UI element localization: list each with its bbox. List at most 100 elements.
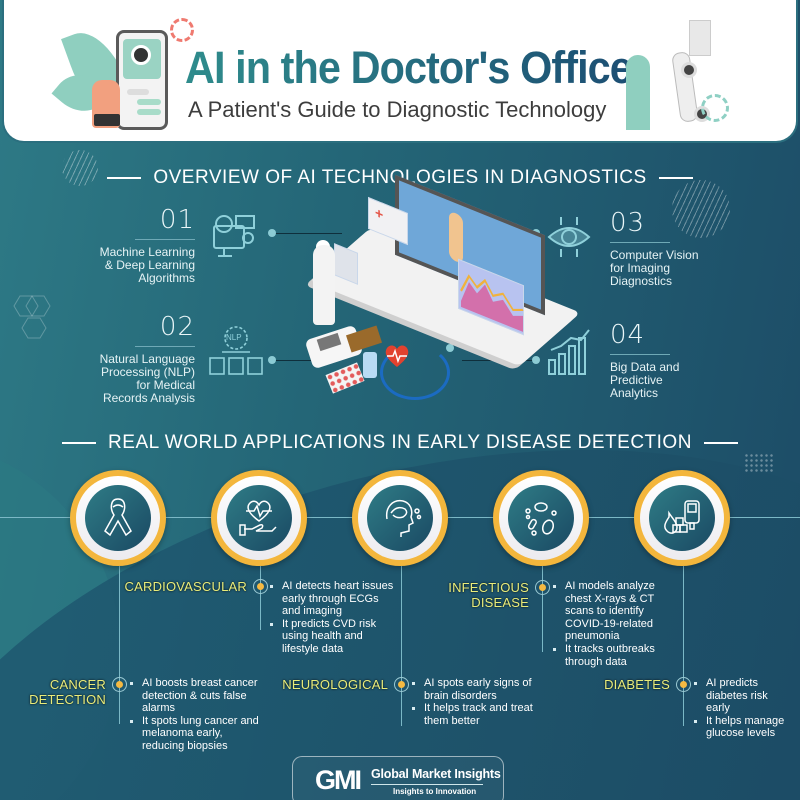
heart-in-hand-icon <box>239 500 277 536</box>
robot-arm-joint <box>681 62 697 78</box>
diabetes-connector-line <box>683 566 684 726</box>
overview-item-ml: 01 Machine Learning & Deep Learning Algo… <box>60 205 195 285</box>
gmi-logo-mark: GMI <box>315 765 362 795</box>
diabetes-bullets: AI predicts diabetes risk early It helps… <box>692 677 792 740</box>
robot-face-icon <box>131 45 151 65</box>
item-number: 01 <box>159 205 195 235</box>
connector-line <box>462 360 534 361</box>
badge-core <box>508 485 574 551</box>
cardiovascular-icon-badge <box>211 470 307 566</box>
heading-dash <box>107 176 142 179</box>
cardiovascular-bullets: AI detects heart issues early through EC… <box>268 580 398 656</box>
cardiovascular-title: CARDIOVASCULAR <box>125 579 247 594</box>
heading-dash <box>658 176 693 179</box>
title-line: INFECTIOUS <box>448 580 529 595</box>
bullet-item: AI detects heart issues early through EC… <box>268 580 398 618</box>
eye-circuit-icon <box>547 217 591 257</box>
robot-arm-mount <box>689 20 711 56</box>
cardiovascular-connector-line <box>260 566 261 630</box>
overview-item-nlp: 02 Natural Language Processing (NLP) for… <box>60 312 195 405</box>
cancer-connector-line <box>119 566 120 724</box>
label-line: Analytics <box>610 386 659 400</box>
logo-divider <box>371 784 483 785</box>
bar-chart-trend-icon <box>548 329 590 375</box>
bullet-item: It spots lung cancer and melanoma early,… <box>128 715 264 753</box>
cancer-icon-badge <box>70 470 166 566</box>
item-number: 02 <box>159 312 195 342</box>
neurological-bullets: AI spots early signs of brain disorders … <box>410 677 536 727</box>
item-label: Machine Learning & Deep Learning Algorit… <box>60 246 195 285</box>
header-banner: AI in the Doctor's Office A Patient's Gu… <box>2 0 798 143</box>
item-label: Natural Language Processing (NLP) for Me… <box>60 353 195 405</box>
cancer-detection-marker <box>112 677 127 692</box>
nlp-gear-documents-icon: NLP <box>208 322 264 378</box>
title-line: DISEASE <box>471 595 529 610</box>
bacteria-virus-icon <box>525 502 557 536</box>
infectious-disease-bullets: AI models analyze chest X-rays & CT scan… <box>551 580 663 668</box>
applications-heading-text: REAL WORLD APPLICATIONS IN EARLY DISEASE… <box>108 432 692 453</box>
title-line: CANCER <box>49 677 106 692</box>
label-line: for Medical <box>136 378 195 392</box>
page-title: AI in the Doctor's Office <box>185 42 633 93</box>
label-line: Diagnostics <box>610 274 673 288</box>
heading-dash <box>703 441 738 444</box>
diabetes-marker <box>676 677 691 692</box>
title-line: NEUROLOGICAL <box>282 677 388 692</box>
infectious-connector-line <box>542 566 543 652</box>
hatched-circle-decoration <box>62 150 98 186</box>
hatched-circle-decoration <box>672 180 730 238</box>
chat-bubble <box>127 89 149 95</box>
brain-head-icon <box>385 499 422 537</box>
chat-bubble <box>137 99 161 105</box>
ml-lightbulb-gear-icon <box>213 215 255 257</box>
connector-dot <box>268 356 276 364</box>
item-number: 03 <box>610 208 646 238</box>
infectious-disease-marker <box>535 580 550 595</box>
title-line: DIABETES <box>604 677 670 692</box>
bullet-item: AI predicts diabetes risk early <box>692 677 792 715</box>
item-rule <box>135 239 195 240</box>
title-line: CARDIOVASCULAR <box>124 579 247 594</box>
cancer-detection-bullets: AI boosts breast cancer detection & cuts… <box>128 677 264 753</box>
awareness-ribbon-icon <box>104 498 132 537</box>
title-line: DETECTION <box>29 692 106 707</box>
label-line: & Deep Learning <box>104 258 195 272</box>
human-body-scan <box>449 210 463 265</box>
stethoscope-illustration <box>380 345 450 400</box>
glucose-meter-icon <box>664 500 700 534</box>
item-label: Computer Vision for Imaging Diagnostics <box>610 249 750 288</box>
connector-dot <box>268 229 276 237</box>
chat-bubble <box>137 109 161 115</box>
gear-icon <box>701 94 729 122</box>
connector-dot <box>532 356 540 364</box>
item-number: 04 <box>610 320 646 350</box>
diabetes-icon-badge <box>634 470 730 566</box>
neurological-marker <box>394 677 409 692</box>
connector-line <box>272 233 342 234</box>
label-line: Natural Language <box>99 352 195 366</box>
bullet-item: It tracks outbreaks through data <box>551 643 663 668</box>
heading-dash <box>62 441 97 444</box>
smartwatch-icon <box>94 114 120 126</box>
smartphone-illustration <box>116 30 168 130</box>
label-line: for Imaging <box>610 261 671 275</box>
gear-icon <box>170 18 194 42</box>
cardiovascular-marker <box>253 579 268 594</box>
connector-dot <box>446 344 454 352</box>
label-line: Big Data and <box>610 360 680 374</box>
label-line: Predictive <box>610 373 663 387</box>
hexagon-decoration <box>13 295 51 339</box>
company-name: Global Market Insights <box>371 767 501 781</box>
pill-blister-illustration <box>325 362 365 394</box>
dot-grid-decoration <box>744 453 774 473</box>
bullet-item: AI models analyze chest X-rays & CT scan… <box>551 580 663 643</box>
neurological-title: NEUROLOGICAL <box>282 677 388 692</box>
applications-heading: REAL WORLD APPLICATIONS IN EARLY DISEASE… <box>0 432 800 454</box>
bullet-item: AI spots early signs of brain disorders <box>410 677 536 702</box>
heart-icon <box>385 345 409 367</box>
bullet-item: AI boosts breast cancer detection & cuts… <box>128 677 264 715</box>
page-subtitle: A Patient's Guide to Diagnostic Technolo… <box>188 97 607 122</box>
company-tagline: Insights to Innovation <box>393 787 477 796</box>
label-line: Computer Vision <box>610 248 699 262</box>
